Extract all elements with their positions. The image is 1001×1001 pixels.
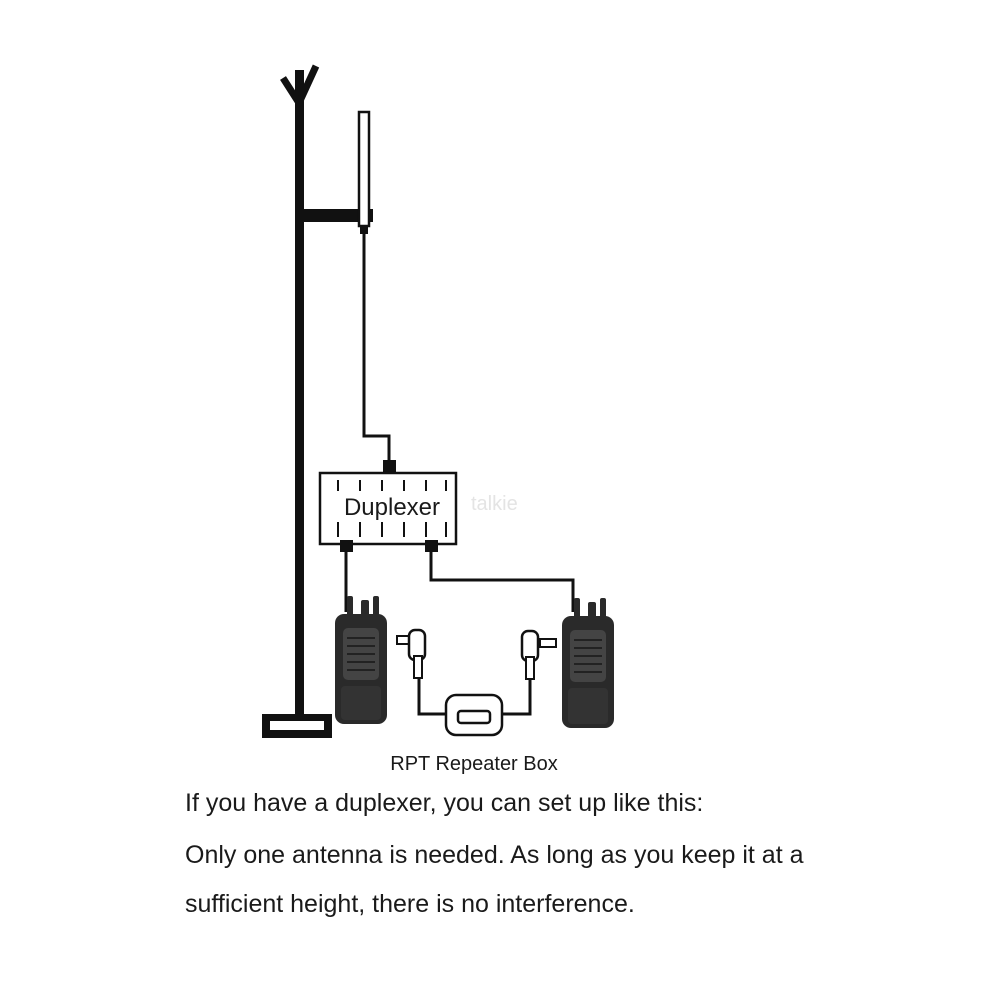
left-connector xyxy=(396,628,427,679)
caption-line-2: Only one antenna is needed. As long as y… xyxy=(185,841,804,869)
right-connector xyxy=(520,629,557,680)
duplexer-port-right xyxy=(425,540,438,552)
left-radio xyxy=(335,596,387,724)
cable-right-to-box xyxy=(502,679,532,716)
caption-line-3: sufficient height, there is no interfere… xyxy=(185,890,635,918)
duplexer-antenna-port xyxy=(383,460,396,473)
watermark: talkie xyxy=(471,493,518,515)
mast-base xyxy=(262,714,332,738)
antenna-mast xyxy=(280,64,320,720)
right-radio xyxy=(562,598,614,728)
duplexer-port-left xyxy=(340,540,353,552)
caption-line-1: If you have a duplexer, you can set up l… xyxy=(185,789,704,817)
antenna-feedline xyxy=(362,234,391,462)
cable-right-radio xyxy=(429,552,575,612)
cable-left-to-box xyxy=(417,678,446,716)
duplexer-box: Duplexer xyxy=(318,471,458,552)
antenna xyxy=(357,110,371,234)
duplexer-label: Duplexer xyxy=(344,494,440,521)
repeater-box xyxy=(444,693,504,737)
repeater-box-label: RPT Repeater Box xyxy=(390,753,558,775)
antenna-crossarm xyxy=(303,209,373,222)
